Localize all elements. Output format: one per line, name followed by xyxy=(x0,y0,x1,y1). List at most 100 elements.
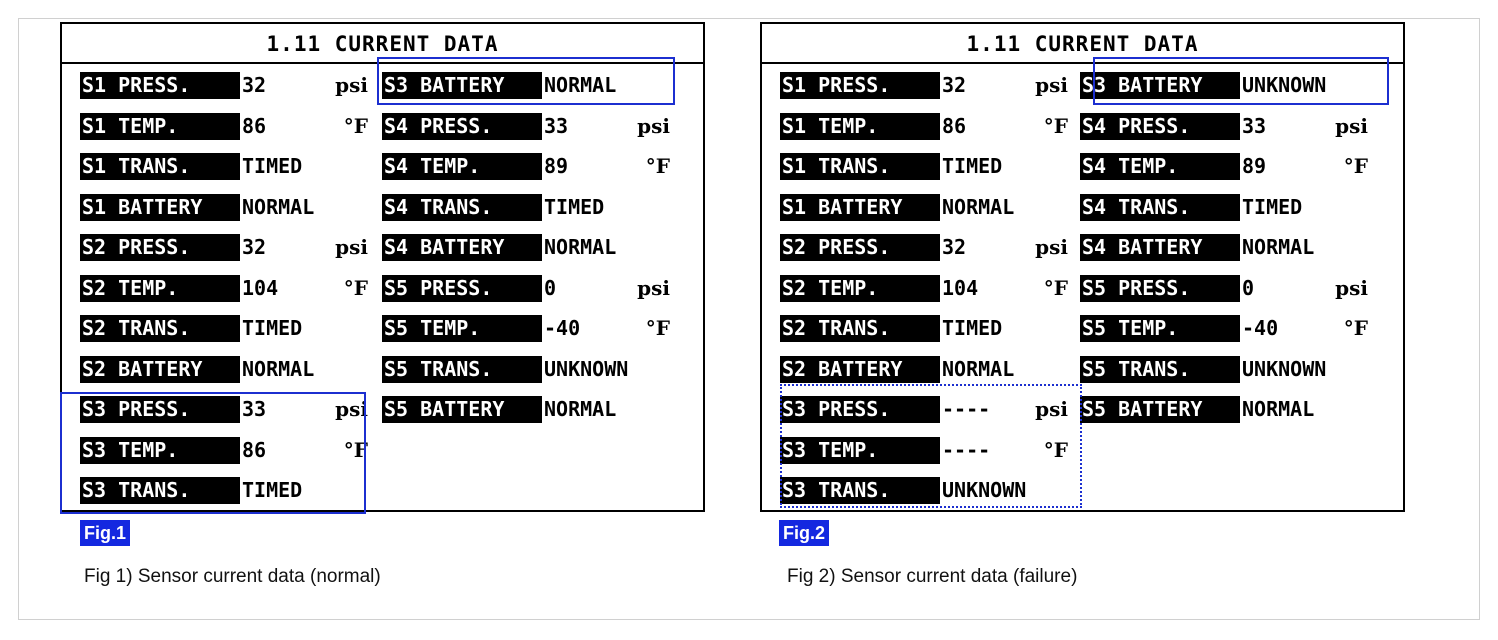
sensor-unit: °F xyxy=(645,154,670,178)
data-row: S3 PRESS.33 psi xyxy=(80,396,380,423)
data-row: S4 TEMP.89°F xyxy=(382,153,682,180)
data-row: S4 PRESS.33 psi xyxy=(1080,112,1380,140)
data-row: S2 PRESS.32 psi xyxy=(780,234,1080,261)
sensor-value: NORMAL xyxy=(942,356,1015,381)
sensor-value: 89 xyxy=(1242,154,1267,178)
data-row: S2 TRANS.TIMED xyxy=(780,315,1080,342)
data-row: S3 PRESS.---- psi xyxy=(780,396,1080,423)
sensor-unit: psi xyxy=(1335,275,1368,300)
sensor-label: S3 PRESS. xyxy=(80,396,240,423)
screen-title: 1.11 CURRENT DATA xyxy=(62,24,703,64)
data-row: S5 TRANS.UNKNOWN xyxy=(1080,355,1380,383)
sensor-unit: psi xyxy=(637,113,670,138)
sensor-value: UNKNOWN xyxy=(942,478,1027,502)
highlight-box xyxy=(780,384,1082,508)
sensor-value: 32 xyxy=(242,73,267,97)
sensor-value: NORMAL xyxy=(242,356,315,381)
sensor-unit: °F xyxy=(1043,275,1068,300)
sensor-label: S5 PRESS. xyxy=(1080,274,1240,302)
data-row: S4 TEMP.89°F xyxy=(1080,153,1380,180)
figure-tag: Fig.1 xyxy=(80,520,131,546)
sensor-label: S2 TRANS. xyxy=(780,315,940,342)
data-row: S1 PRESS.32 psi xyxy=(80,72,380,99)
sensor-label: S1 TEMP. xyxy=(80,112,240,140)
sensor-label: S5 TRANS. xyxy=(1080,355,1240,383)
sensor-value: 104 xyxy=(242,275,279,300)
sensor-unit: psi xyxy=(335,73,368,97)
sensor-label: S5 TEMP. xyxy=(1080,315,1240,342)
sensor-value: TIMED xyxy=(942,316,1003,340)
sensor-label: S5 PRESS. xyxy=(382,274,542,302)
sensor-label: S1 TEMP. xyxy=(780,112,940,140)
sensor-value: NORMAL xyxy=(942,194,1015,219)
sensor-value: NORMAL xyxy=(544,73,617,97)
sensor-label: S1 BATTERY xyxy=(780,193,940,221)
data-row: S5 TEMP.-40°F xyxy=(1080,315,1380,342)
sensor-label: S4 TEMP. xyxy=(1080,153,1240,180)
sensor-label: S2 PRESS. xyxy=(780,234,940,261)
figure-caption: Fig 2) Sensor current data (failure) xyxy=(787,566,1078,587)
sensor-label: S5 BATTERY xyxy=(1080,396,1240,423)
sensor-unit: psi xyxy=(637,275,670,300)
sensor-value: 33 xyxy=(242,397,267,421)
sensor-unit: psi xyxy=(1335,113,1368,138)
sensor-value: TIMED xyxy=(242,154,303,178)
sensor-value: 33 xyxy=(544,113,569,138)
data-row: S1 TRANS.TIMED xyxy=(780,153,1080,180)
sensor-value: NORMAL xyxy=(544,397,617,421)
sensor-label: S5 TEMP. xyxy=(382,315,542,342)
sensor-label: S4 PRESS. xyxy=(1080,112,1240,140)
sensor-value: 86 xyxy=(942,113,967,138)
sensor-unit: °F xyxy=(343,437,368,462)
sensor-unit: psi xyxy=(1035,397,1068,421)
sensor-value: NORMAL xyxy=(1242,235,1315,259)
highlight-box xyxy=(377,57,675,105)
sensor-label: S3 PRESS. xyxy=(780,396,940,423)
sensor-unit: psi xyxy=(335,397,368,421)
sensor-label: S4 TRANS. xyxy=(382,193,542,221)
sensor-label: S3 TRANS. xyxy=(80,477,240,504)
data-row: S4 TRANS.TIMED xyxy=(382,193,682,221)
sensor-unit: °F xyxy=(1043,437,1068,462)
sensor-label: S4 TRANS. xyxy=(1080,193,1240,221)
sensor-label: S3 BATTERY xyxy=(382,72,542,99)
sensor-value: TIMED xyxy=(242,478,303,502)
data-row: S3 TEMP.----°F xyxy=(780,436,1080,464)
sensor-label: S3 TEMP. xyxy=(80,436,240,464)
sensor-value: 33 xyxy=(1242,113,1267,138)
sensor-unit: psi xyxy=(1035,73,1068,97)
sensor-unit: psi xyxy=(1035,235,1068,259)
sensor-label: S3 BATTERY xyxy=(1080,72,1240,99)
data-row: S2 TEMP.104°F xyxy=(780,274,1080,302)
sensor-unit: °F xyxy=(645,316,670,340)
sensor-label: S2 PRESS. xyxy=(80,234,240,261)
sensor-label: S1 PRESS. xyxy=(80,72,240,99)
data-row: S2 TRANS.TIMED xyxy=(80,315,380,342)
sensor-unit: °F xyxy=(343,113,368,138)
data-row: S2 TEMP.104°F xyxy=(80,274,380,302)
sensor-value: TIMED xyxy=(242,316,303,340)
sensor-label: S2 TRANS. xyxy=(80,315,240,342)
sensor-value: 0 xyxy=(1242,275,1255,300)
sensor-label: S5 TRANS. xyxy=(382,355,542,383)
sensor-label: S2 BATTERY xyxy=(780,355,940,383)
sensor-label: S2 TEMP. xyxy=(80,274,240,302)
sensor-value: 32 xyxy=(942,235,967,259)
sensor-label: S4 BATTERY xyxy=(382,234,542,261)
sensor-value: -40 xyxy=(1242,316,1279,340)
sensor-value: 32 xyxy=(242,235,267,259)
sensor-label: S2 TEMP. xyxy=(780,274,940,302)
sensor-label: S2 BATTERY xyxy=(80,355,240,383)
sensor-label: S3 TRANS. xyxy=(780,477,940,504)
sensor-value: ---- xyxy=(942,397,991,421)
data-row: S3 TEMP.86°F xyxy=(80,436,380,464)
sensor-value: NORMAL xyxy=(1242,397,1315,421)
